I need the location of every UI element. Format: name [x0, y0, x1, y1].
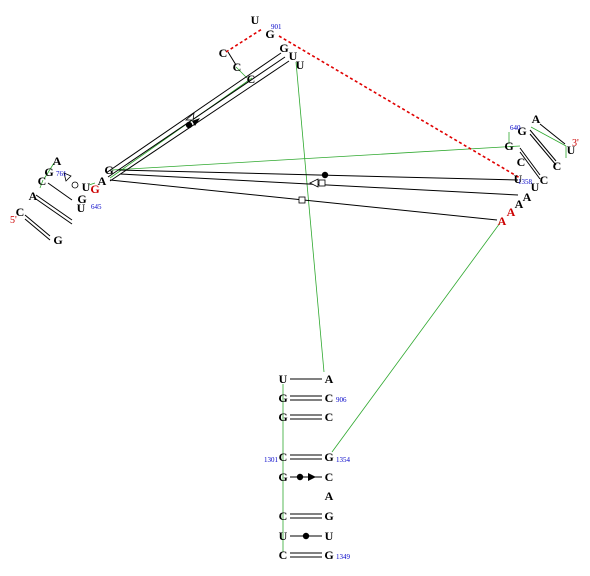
nucleotide: C	[325, 391, 334, 405]
nucleotide: C	[540, 173, 549, 187]
strand-ends: 5' 3'	[10, 138, 579, 226]
nucleotides: U G C C G U U C A G C A C U U G G A G G …	[16, 13, 576, 562]
nucleotide: G	[77, 192, 86, 206]
filled-circle-symbol	[185, 121, 193, 129]
residue-number: 906	[336, 396, 347, 404]
nucleotide: U	[567, 143, 576, 157]
filled-circle-symbol	[321, 171, 329, 179]
open-triangle-symbol	[63, 172, 72, 182]
nucleotide: C	[553, 159, 562, 173]
nucleotide: G	[53, 233, 62, 247]
nucleotide: U	[514, 172, 523, 186]
residue-number: 645	[91, 203, 102, 211]
nucleotide: G	[278, 470, 287, 484]
nucleotide: C	[325, 410, 334, 424]
nucleotide: A	[507, 205, 516, 219]
nucleotide: C	[279, 450, 288, 464]
open-triangle-symbol	[309, 178, 319, 188]
nucleotide: G	[278, 410, 287, 424]
nucleotide: G	[90, 182, 99, 196]
pair-lines	[24, 51, 566, 558]
nucleotide: G	[104, 163, 113, 177]
nucleotide: C	[279, 509, 288, 523]
nucleotide: C	[247, 72, 256, 86]
nucleotide: U	[531, 180, 540, 194]
nucleotide: C	[279, 548, 288, 562]
open-circle-symbol	[71, 181, 79, 189]
nucleotide: G	[324, 509, 333, 523]
open-square-symbol	[318, 179, 326, 187]
open-triangle-symbol	[184, 111, 195, 121]
residue-number: 640	[510, 124, 521, 132]
residue-number: 1349	[336, 553, 351, 561]
nucleotide: U	[279, 372, 288, 386]
nucleotide: U	[77, 201, 86, 215]
backbone-links	[39, 61, 567, 552]
nucleotide: C	[517, 155, 526, 169]
open-square-symbol	[298, 196, 306, 204]
nucleotide: C	[38, 174, 47, 188]
nucleotide: A	[98, 174, 107, 188]
filled-triangle-symbol	[308, 473, 316, 481]
nucleotide: U	[251, 13, 260, 27]
nucleotide: G	[324, 450, 333, 464]
nucleotide: G	[265, 27, 274, 41]
nucleotide: U	[289, 49, 298, 63]
nucleotide: C	[233, 60, 242, 74]
residue-number: 901	[271, 23, 282, 31]
pair-symbols	[63, 111, 329, 540]
nucleotide: A	[325, 372, 334, 386]
residue-number: 761	[56, 170, 67, 178]
nucleotide: C	[219, 46, 228, 60]
residue-number: 1301	[264, 456, 279, 464]
nucleotide: G	[504, 139, 513, 153]
nucleotide: A	[523, 190, 532, 204]
nucleotide: A	[515, 197, 524, 211]
nucleotide: A	[325, 489, 334, 503]
nucleotide: U	[296, 58, 305, 72]
nucleotide: C	[16, 205, 25, 219]
nucleotide: A	[498, 214, 507, 228]
nucleotide: G	[279, 41, 288, 55]
filled-circle-symbol	[302, 532, 310, 540]
nucleotide: G	[278, 391, 287, 405]
nucleotide: U	[325, 529, 334, 543]
nucleotide: U	[82, 180, 91, 194]
nucleotide: G	[324, 548, 333, 562]
dashed-links	[225, 28, 521, 179]
nucleotide: G	[44, 165, 53, 179]
residue-number: 1358	[518, 178, 533, 186]
five-prime-label: 5'	[10, 215, 17, 226]
nucleotide: A	[53, 154, 62, 168]
nucleotide: C	[325, 470, 334, 484]
three-prime-label: 3'	[572, 138, 579, 149]
nucleotide: G	[517, 124, 526, 138]
nucleotide: A	[29, 189, 38, 203]
nucleotide: A	[532, 112, 541, 126]
nucleotide: U	[279, 529, 288, 543]
residue-number: 1354	[336, 456, 351, 464]
filled-circle-symbol	[296, 473, 304, 481]
filled-triangle-symbol	[192, 118, 200, 126]
residue-numbers: 901 761 645 640 1358 906 1301 1354 1349	[56, 23, 533, 561]
